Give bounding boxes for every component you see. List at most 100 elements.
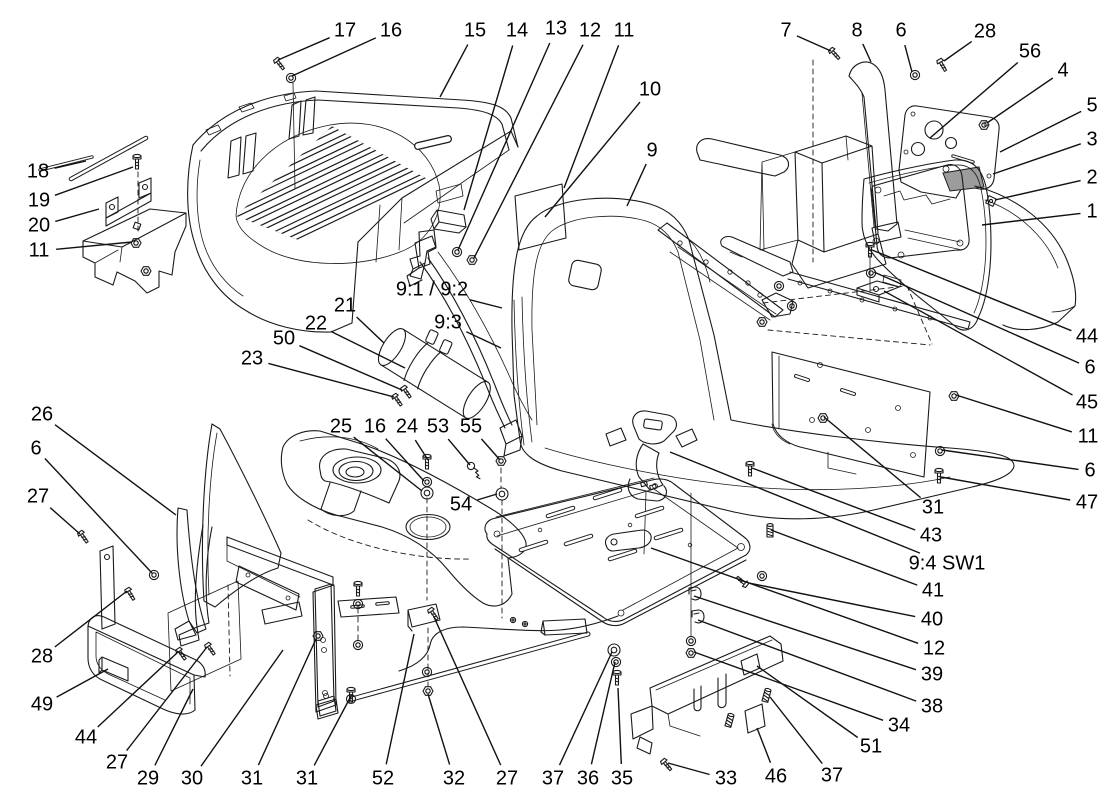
leader-line (941, 449, 1079, 471)
leader-line (56, 668, 109, 698)
callout-label-54: 54 (450, 493, 472, 515)
washer-icon (352, 639, 364, 651)
hitch-bracket (98, 656, 129, 682)
callout-label-10: 10 (639, 78, 661, 100)
leader-line (544, 101, 641, 218)
leader-line (200, 649, 284, 767)
callout-label-1: 1 (1086, 200, 1097, 222)
bolt-icon (612, 669, 622, 686)
leader-line (356, 316, 385, 344)
callout-label-56: 56 (1019, 40, 1041, 62)
callout-label-24: 24 (396, 415, 418, 437)
leader-line (986, 77, 1054, 124)
pin-icon (761, 687, 772, 703)
callout-label-9-3: 9:3 (434, 311, 462, 333)
callout-label-28: 28 (974, 20, 996, 42)
washer-icon (786, 300, 798, 312)
callout-label-6: 6 (1084, 459, 1095, 481)
leader-line (590, 661, 616, 765)
callout-label-28: 28 (31, 645, 53, 667)
callout-label-17: 17 (334, 19, 356, 41)
callout-label-4: 4 (1057, 59, 1068, 81)
support-strap (176, 507, 207, 634)
callout-label-37: 37 (821, 764, 843, 786)
nut-icon (948, 391, 960, 401)
leader-line (904, 44, 913, 73)
callout-label-7: 7 (780, 19, 791, 41)
nut-icon (817, 413, 829, 423)
screw-icon (77, 529, 89, 544)
bolt-icon (745, 460, 755, 477)
leader-line (466, 331, 502, 349)
leader-line (49, 507, 81, 535)
cargo-bed (187, 82, 567, 333)
leader-line (667, 762, 710, 776)
leader-line (626, 163, 647, 207)
leader-line (650, 547, 919, 644)
leader-line (883, 290, 1073, 396)
screw-icon (659, 757, 673, 772)
leader-line (299, 345, 403, 391)
callout-label-12: 12 (579, 19, 601, 41)
callout-label-39: 39 (921, 663, 943, 685)
leader-line (751, 467, 916, 531)
leader-line (97, 651, 179, 728)
screw-icon (936, 57, 948, 72)
leader-line (871, 249, 1072, 332)
leader-line (55, 208, 100, 223)
washerlg-icon (607, 643, 621, 657)
leader-line (563, 44, 620, 189)
callout-label-8: 8 (851, 19, 862, 41)
callout-label-12: 12 (923, 637, 945, 659)
callout-label-33: 33 (715, 767, 737, 789)
callout-label-40: 40 (921, 608, 943, 630)
seat-base-plate (345, 477, 751, 705)
nut-icon (130, 238, 142, 248)
callout-label-6: 6 (1084, 356, 1095, 378)
leader-line (313, 695, 352, 766)
leader-line (992, 143, 1082, 175)
leader-line (558, 651, 613, 766)
leader-line (427, 693, 451, 765)
screw-icon (391, 392, 403, 407)
washer-icon (352, 598, 364, 610)
callout-label-31: 31 (241, 767, 263, 789)
leader-line (823, 416, 922, 499)
dot-icon (509, 616, 517, 624)
leader-line (862, 43, 872, 63)
leader-line (796, 35, 832, 52)
leader-line (929, 61, 1019, 139)
fender-tank (174, 423, 527, 717)
washer-icon (756, 570, 768, 582)
nut-icon (978, 120, 990, 130)
callout-label-22: 22 (305, 312, 327, 334)
callout-label-46: 46 (765, 765, 787, 787)
callout-label-21: 21 (334, 294, 356, 316)
leader-line (433, 616, 502, 766)
callout-label-53: 53 (427, 415, 449, 437)
leader-line (943, 40, 973, 62)
hook-icon (688, 586, 702, 601)
washer-icon (909, 69, 921, 81)
callout-label-34: 34 (888, 714, 910, 736)
leader-line (277, 37, 330, 61)
screw-icon (427, 606, 439, 621)
seat (511, 197, 1015, 638)
callout-label-55: 55 (460, 415, 482, 437)
callout-label-52: 52 (372, 767, 394, 789)
bolt-icon (353, 580, 363, 597)
leader-line (44, 458, 153, 574)
callout-label-41: 41 (922, 579, 944, 601)
nut-icon (466, 255, 478, 265)
callout-label-11: 11 (1078, 425, 1099, 447)
leader-line (385, 438, 425, 482)
callout-label-9: 9 (646, 139, 657, 161)
leader-line (940, 476, 1071, 501)
screw-icon (827, 46, 841, 61)
muffler (377, 328, 491, 419)
leader-line (480, 438, 501, 461)
nut-icon (140, 266, 152, 276)
leader-line (873, 271, 1080, 364)
leader-line (414, 439, 429, 461)
